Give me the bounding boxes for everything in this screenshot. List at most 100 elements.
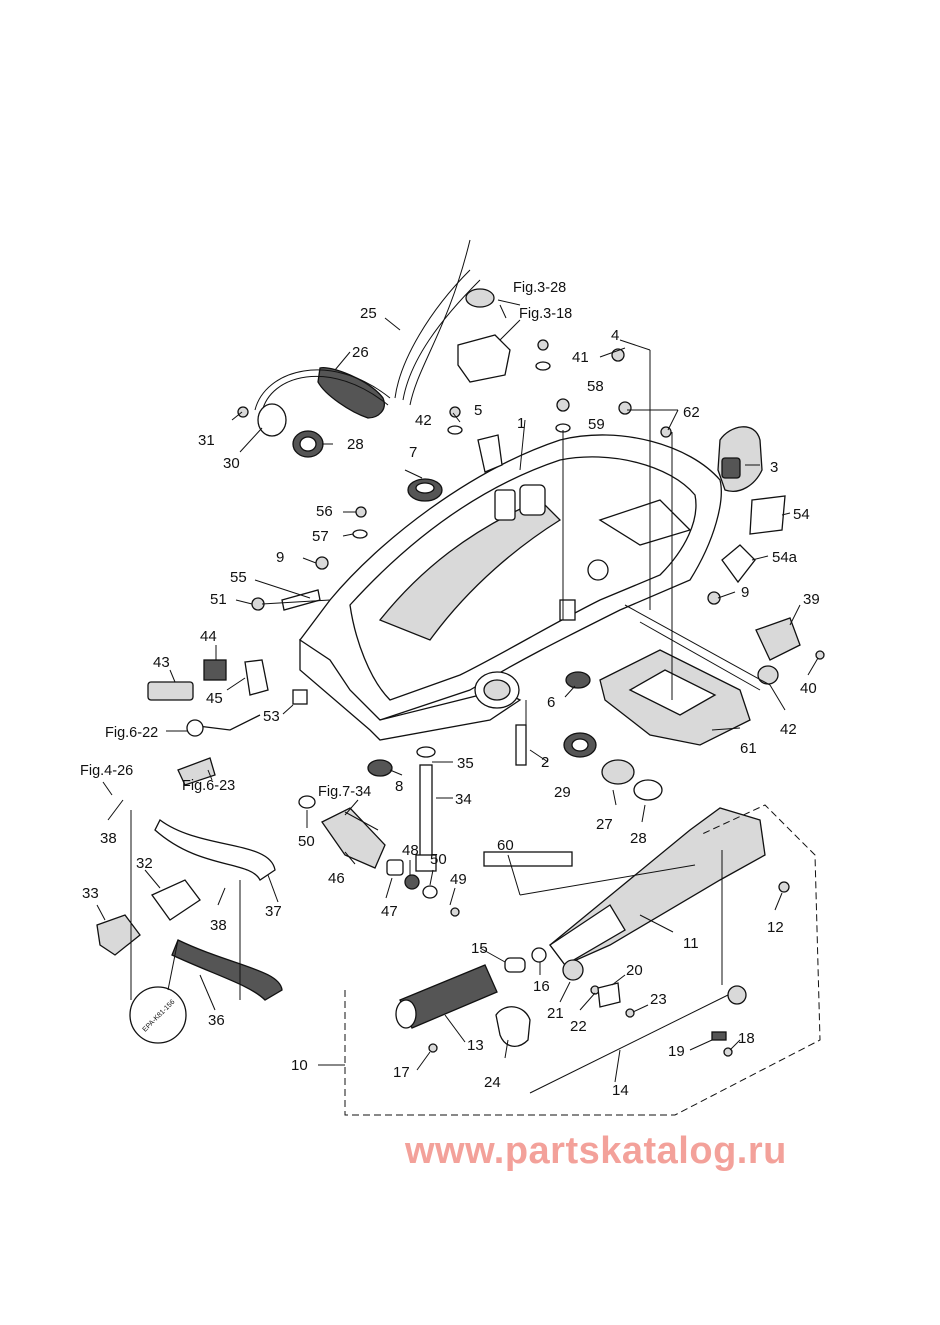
part-label-50-right: 50: [430, 851, 447, 868]
part-label-12: 12: [767, 919, 784, 936]
part-label-13: 13: [467, 1037, 484, 1054]
part-label-19: 19: [668, 1043, 685, 1060]
part-label-61: 61: [740, 740, 757, 757]
part-label-49: 49: [450, 871, 467, 888]
part-label-55: 55: [230, 569, 247, 586]
part-label-51: 51: [210, 591, 227, 608]
part-label-1: 1: [517, 415, 525, 432]
fig-ref-7-34: Fig.7-34: [318, 784, 371, 800]
part-label-14: 14: [612, 1082, 629, 1099]
part-label-47: 47: [381, 903, 398, 920]
part-label-38-right: 38: [210, 917, 227, 934]
fig-ref-6-22: Fig.6-22: [105, 725, 158, 741]
part-label-15: 15: [471, 940, 488, 957]
plate-54a: [721, 544, 756, 584]
part-label-53: 53: [263, 708, 280, 725]
part-label-45: 45: [206, 690, 223, 707]
part-label-31: 31: [198, 432, 215, 449]
part-label-46: 46: [328, 870, 345, 887]
part-label-29-top: 28: [347, 436, 364, 453]
part-label-9-left: 9: [276, 549, 284, 566]
tiller-assembly-boundary: [344, 804, 821, 1116]
epa-stamp: EPA-K81-156: [129, 986, 187, 1044]
washer-26: [633, 779, 663, 801]
part-label-60: 60: [497, 837, 514, 854]
part-label-54a: 54a: [772, 549, 798, 566]
washers: [298, 361, 571, 899]
ring-16: [531, 947, 547, 963]
part-label-37: 37: [265, 903, 282, 920]
part-label-41: 42: [780, 721, 797, 738]
grommet-6: [565, 671, 591, 689]
bushing-15: [504, 957, 526, 973]
part-label-57: 57: [312, 528, 329, 545]
connector-6-23: [177, 757, 216, 786]
rod-14: [529, 994, 729, 1094]
hose-36: [171, 939, 283, 1001]
part-label-23: 23: [650, 991, 667, 1008]
part-label-22: 22: [570, 1018, 587, 1035]
connector-32: [151, 879, 201, 921]
part-label-58: 58: [587, 378, 604, 395]
label-55: [281, 589, 321, 611]
part-label-8: 8: [395, 778, 403, 795]
part-label-38-left: 38: [100, 830, 117, 847]
fasteners: [237, 339, 825, 1057]
bolt-34: [419, 764, 433, 861]
part-label-56: 56: [316, 503, 333, 520]
cap-33: [96, 914, 141, 956]
part-label-20: 20: [626, 962, 643, 979]
fig-ref-6-23: Fig.6-23: [182, 778, 235, 794]
seal-25: [601, 759, 635, 785]
part-label-24: 24: [484, 1074, 501, 1091]
part-label-21: 21: [547, 1005, 564, 1022]
part-label-26: 28: [630, 830, 647, 847]
part-label-48: 48: [402, 842, 419, 859]
fig-ref-4-26: Fig.4-26: [80, 763, 133, 779]
part-label-9-right: 9: [741, 584, 749, 601]
part-label-4: 4: [611, 327, 619, 344]
part-label-34: 34: [455, 791, 472, 808]
part-label-43: 43: [153, 654, 170, 671]
label-60: [483, 851, 573, 867]
part-labels: 25 26 4 41 58 59 62 42 5 1 31 30 28 7 3 …: [82, 305, 820, 1099]
part-label-2: 2: [541, 754, 549, 771]
fuel-joint-39: [755, 617, 801, 661]
grommet-8: [367, 759, 393, 777]
part-label-40: 40: [800, 680, 817, 697]
part-label-32: 32: [136, 855, 153, 872]
drawings: EPA-K81-156: [96, 239, 825, 1116]
plate-54: [749, 495, 786, 535]
part-label-50-left: 50: [298, 833, 315, 850]
cables-27: [394, 269, 471, 399]
part-label-11: 11: [683, 935, 699, 952]
fig-ref-3-28: Fig.3-28: [513, 280, 566, 296]
part-label-54: 54: [793, 506, 810, 523]
holder-45: [244, 659, 269, 696]
bottom-cowling: [299, 434, 722, 741]
collar-47: [386, 859, 404, 876]
plate-53: [292, 689, 308, 705]
part-label-30: 30: [223, 455, 240, 472]
part-label-25: 27: [596, 816, 613, 833]
part-label-18: 18: [738, 1030, 755, 1047]
lever-46: [321, 807, 386, 869]
switch-43: [147, 681, 194, 701]
hose-37: [154, 819, 276, 881]
leader-lines: [96, 299, 819, 1083]
part-label-5: 5: [474, 402, 482, 419]
part-label-10: 10: [291, 1057, 308, 1074]
grommet-28: [254, 366, 391, 437]
collar-5: [477, 434, 503, 473]
part-label-6: 6: [547, 694, 555, 711]
part-label-28: 26: [352, 344, 369, 361]
pin-2: [515, 724, 527, 766]
part-label-39: 39: [803, 591, 820, 608]
part-label-17: 17: [393, 1064, 410, 1081]
part-label-36: 36: [208, 1012, 225, 1029]
part-label-59: 59: [588, 416, 605, 433]
part-label-33: 33: [82, 885, 99, 902]
clip-44: [203, 659, 227, 681]
throttle-linkage: [457, 334, 511, 383]
